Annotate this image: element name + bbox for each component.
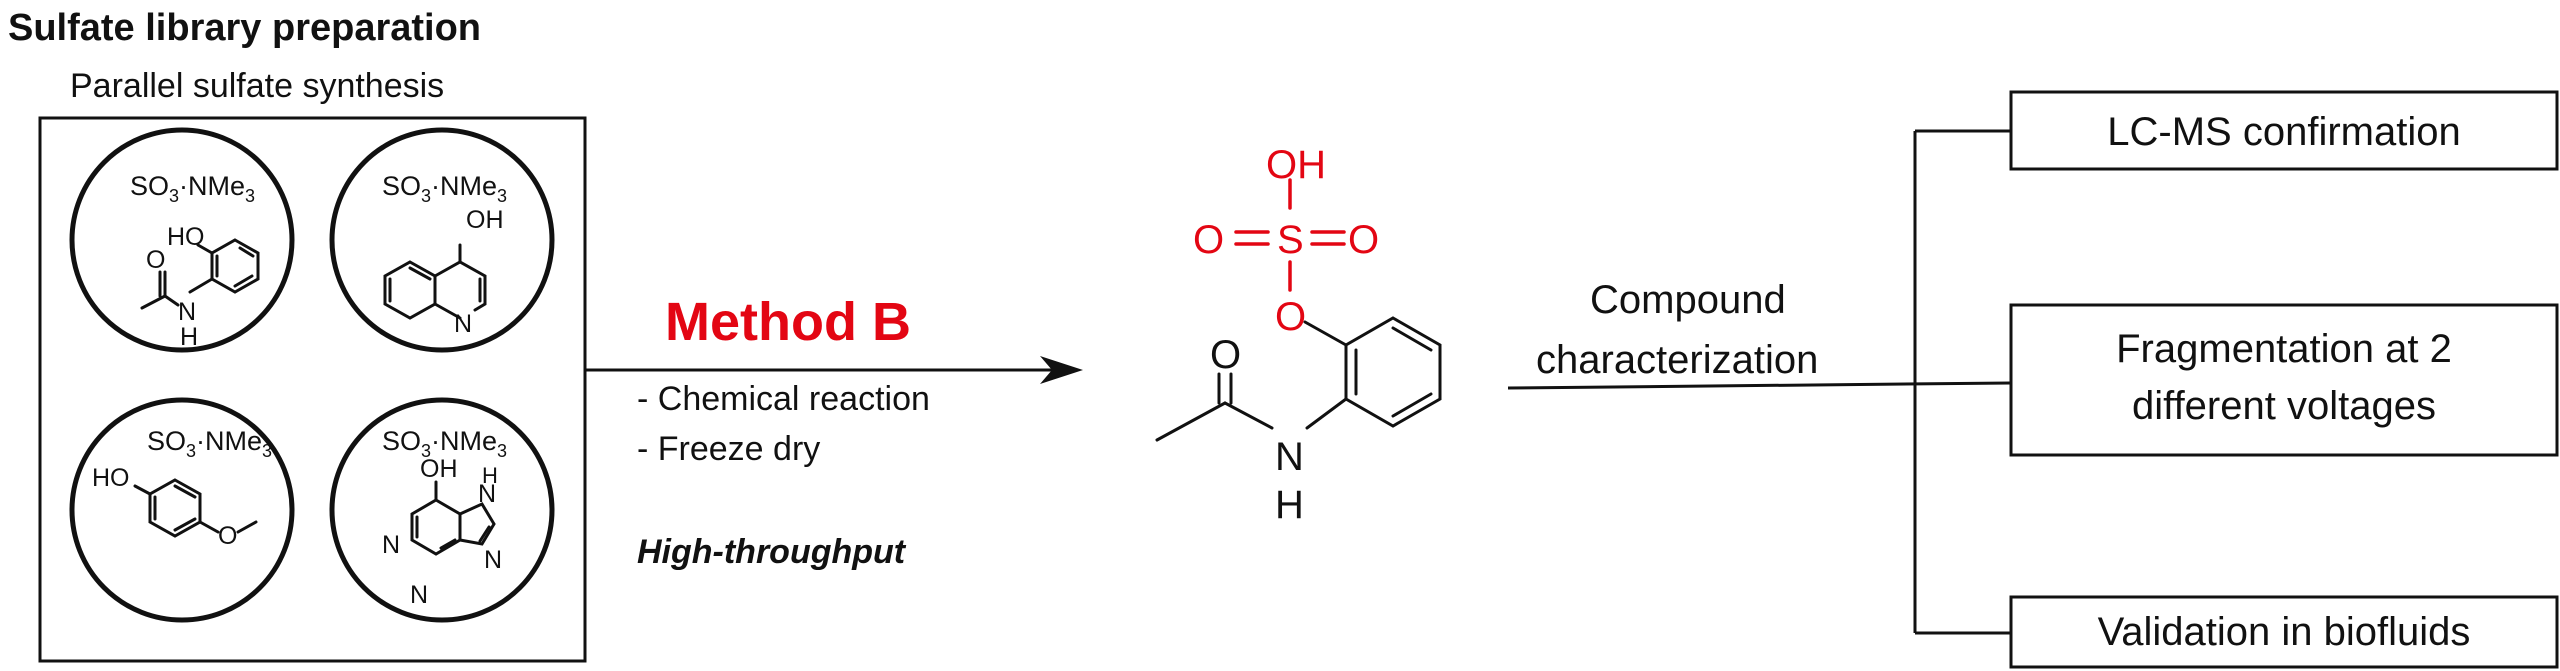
atom-n-2: N	[454, 310, 472, 338]
atom-h-1: H	[180, 323, 198, 351]
molecule-product	[1155, 178, 1442, 442]
atom-n-1: N	[178, 298, 196, 326]
characterization-label-line2: characterization	[1536, 338, 1818, 382]
output-box-2	[2009, 303, 2559, 457]
atom-oh-4: OH	[420, 455, 458, 483]
reagent-label-4: SO3·NMe3	[382, 426, 507, 461]
compound-circle-1	[69, 127, 295, 353]
compound-circle-3	[69, 397, 295, 623]
atom-oh-2: OH	[466, 206, 504, 234]
molecule-methoxyphenol	[133, 478, 258, 538]
atom-h-4: H	[482, 463, 498, 488]
atom-n-4c: N	[410, 581, 428, 609]
atom-ho-3: HO	[92, 464, 130, 492]
compound-circle-4	[329, 397, 555, 623]
product-atom-h: H	[1275, 483, 1304, 527]
molecule-acetamidophenol-small	[140, 238, 260, 310]
library-box	[38, 116, 587, 663]
product-atom-o-right: O	[1348, 218, 1379, 262]
reaction-arrowhead	[1040, 356, 1083, 384]
output-box-2-line1: Fragmentation at 2	[2116, 327, 2452, 371]
output-box-2-line2: different voltages	[2132, 384, 2436, 428]
atom-o-1: O	[146, 246, 165, 274]
product-atom-oh: OH	[1266, 143, 1326, 187]
product-atom-o-carbonyl: O	[1210, 333, 1241, 377]
atom-n-4a: N	[478, 480, 496, 508]
reagent-label-3: SO3·NMe3	[147, 426, 272, 461]
characterization-connector	[1507, 381, 2012, 390]
output-box-1-text: LC-MS confirmation	[2107, 110, 2460, 154]
method-step-1: - Chemical reaction	[637, 380, 930, 418]
reagent-label-2: SO3·NMe3	[382, 171, 507, 206]
molecule-hypoxanthine	[410, 480, 496, 556]
molecule-hydroxyquinoline	[383, 243, 487, 320]
method-note: High-throughput	[637, 533, 907, 571]
atom-ho-1: HO	[167, 223, 205, 251]
product-atom-n: N	[1275, 435, 1304, 479]
output-box-3-text: Validation in biofluids	[2098, 610, 2471, 654]
output-box-1	[2009, 90, 2559, 171]
reagent-label-1: SO3·NMe3	[130, 171, 255, 206]
atom-o-3: O	[218, 522, 237, 550]
panel-title: Sulfate library preparation	[8, 7, 481, 49]
panel-subtitle: Parallel sulfate synthesis	[70, 67, 444, 105]
method-title: Method B	[665, 292, 911, 352]
atom-n-4d: N	[484, 546, 502, 574]
compound-circle-2	[329, 127, 555, 353]
product-atom-o-left: O	[1193, 218, 1224, 262]
characterization-label-line1: Compound	[1590, 278, 1786, 322]
product-atom-o-link: O	[1275, 295, 1306, 339]
atom-n-4b: N	[382, 531, 400, 559]
output-box-3	[2009, 595, 2559, 669]
method-step-2: - Freeze dry	[637, 430, 820, 468]
product-atom-s: S	[1277, 218, 1304, 262]
